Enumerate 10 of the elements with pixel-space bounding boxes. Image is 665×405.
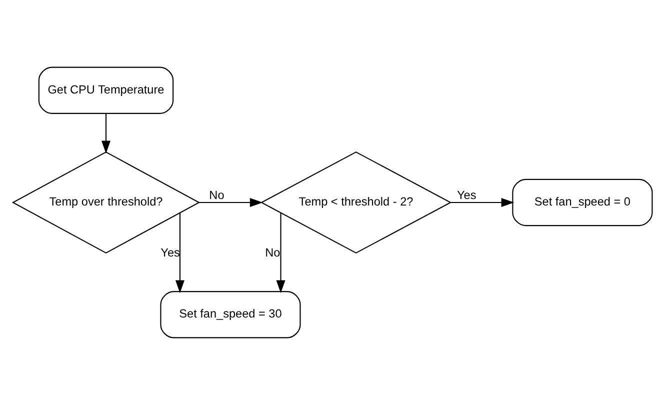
arrow [175, 212, 184, 294]
node-box: Set fan_speed = 0 [512, 178, 653, 226]
arrow [276, 212, 286, 294]
edge-label: No [209, 188, 224, 202]
node-box: Get CPU Temperature [38, 66, 174, 114]
arrow [101, 114, 110, 154]
arrow [199, 198, 263, 208]
edge-label: Yes [457, 188, 476, 202]
arrow [450, 198, 514, 208]
node-box: Set fan_speed = 30 [160, 291, 301, 338]
